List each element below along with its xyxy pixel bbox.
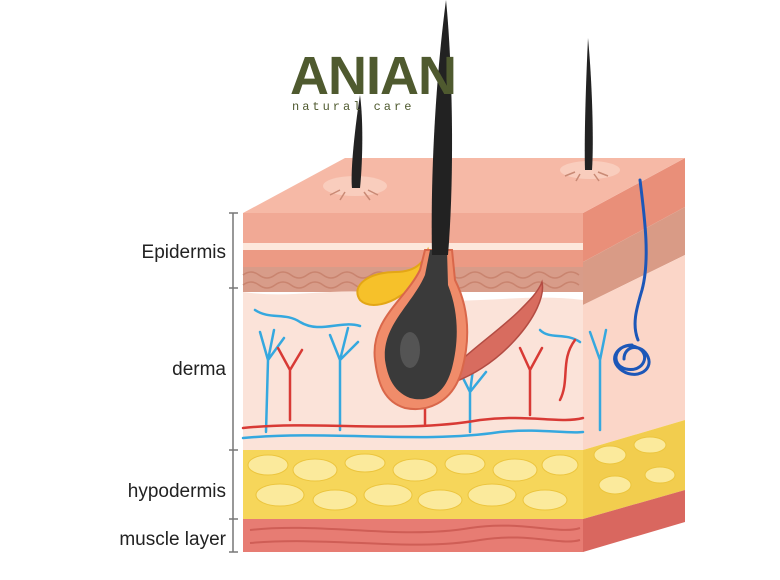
hair-shaft-small [584,38,593,170]
hair-shaft-small [351,95,363,188]
label-derma: derma [172,359,226,380]
brand-logo: ANIAN natural care [290,46,480,116]
brand-tagline: natural care [292,100,415,114]
sweat-gland [613,178,651,376]
hair-shaft-main [431,0,453,255]
epidermis-layer [243,213,583,243]
label-muscle-layer: muscle layer [119,529,226,550]
label-epidermis: Epidermis [141,242,226,263]
muscle-layer [243,519,583,552]
hair-follicle [373,249,469,410]
brand-name: ANIAN [290,46,457,106]
arrector-pili-muscle [444,279,544,386]
block-side-face [583,158,685,552]
layer-bracket-scale [229,212,238,553]
fat-cells [247,436,676,511]
label-hypodermis: hypodermis [127,481,226,502]
